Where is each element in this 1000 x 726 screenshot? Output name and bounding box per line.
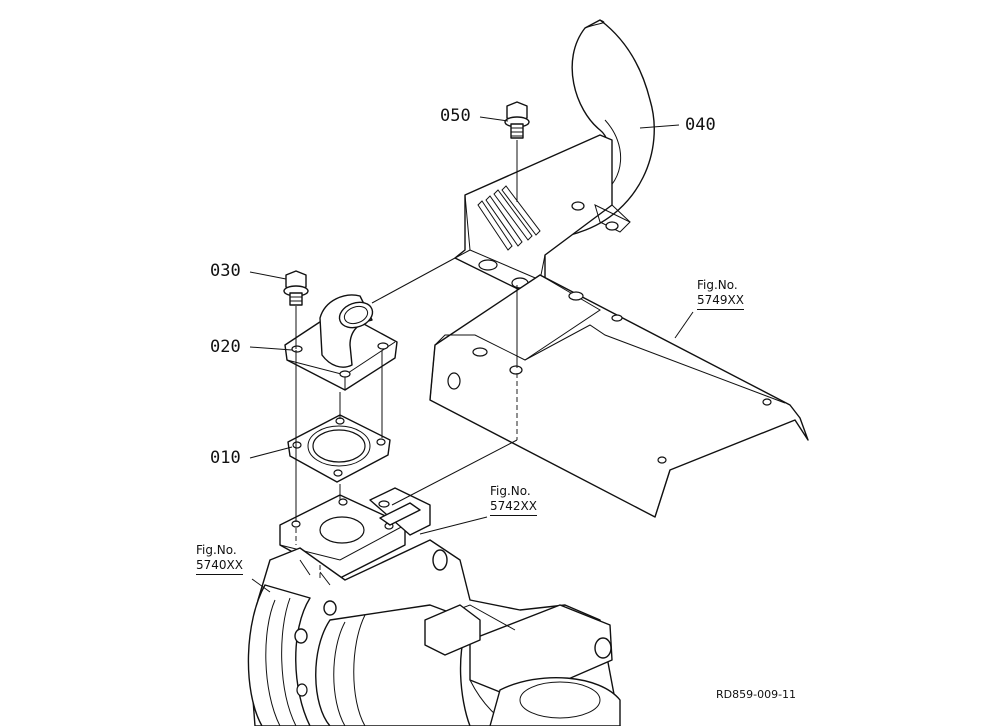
callout-040: 040 xyxy=(685,115,716,135)
bolt-050 xyxy=(504,101,530,139)
leader-lines xyxy=(249,116,694,593)
fig-ref-transmission-number: 5740XX xyxy=(196,558,243,575)
bolt-030 xyxy=(283,270,309,306)
fig-ref-frame[interactable]: Fig.No. 5749XX xyxy=(697,278,744,310)
muffler-pipe-040 xyxy=(454,19,655,296)
fig-ref-engine[interactable]: Fig.No. 5742XX xyxy=(490,484,537,516)
elbow-flange-020 xyxy=(284,294,398,391)
engine-transmission-body xyxy=(247,539,621,726)
fig-ref-transmission[interactable]: Fig.No. 5740XX xyxy=(196,543,243,575)
fig-ref-engine-number: 5742XX xyxy=(490,499,537,516)
fig-ref-engine-label: Fig.No. xyxy=(490,484,531,498)
callout-010: 010 xyxy=(210,448,241,468)
callout-020: 020 xyxy=(210,337,241,357)
assembly-lines xyxy=(295,140,518,580)
gasket-010 xyxy=(287,414,391,483)
callout-050: 050 xyxy=(440,106,471,126)
frame-plate xyxy=(429,274,809,518)
fig-ref-frame-number: 5749XX xyxy=(697,293,744,310)
fig-ref-frame-label: Fig.No. xyxy=(697,278,738,292)
drawing-code: RD859-009-11 xyxy=(716,688,797,701)
fig-ref-transmission-label: Fig.No. xyxy=(196,543,237,557)
callout-030: 030 xyxy=(210,261,241,281)
